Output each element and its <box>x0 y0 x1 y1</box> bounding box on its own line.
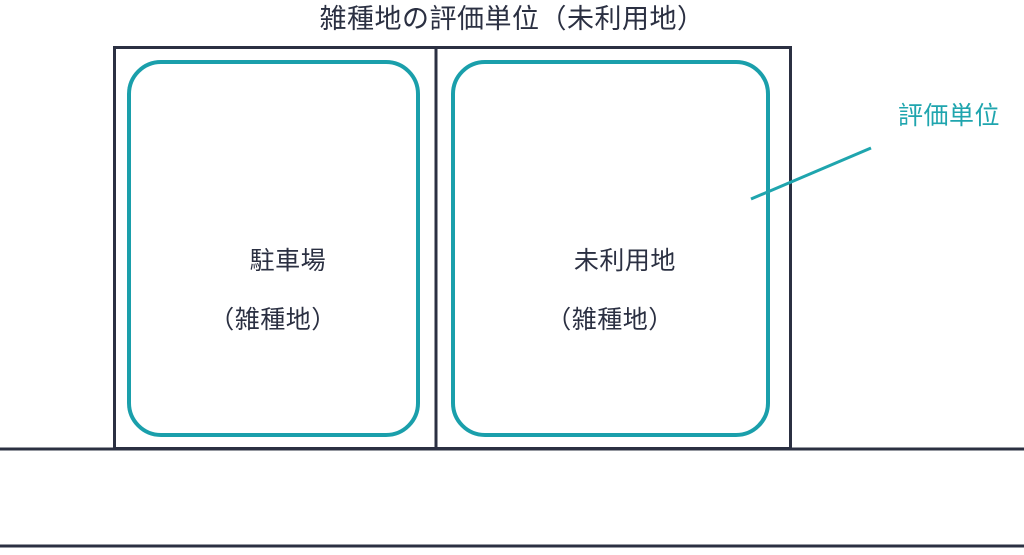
right-parcel-category: （雑種地） <box>546 306 674 334</box>
right-parcel-label: 未利用地 （雑種地） <box>452 224 768 383</box>
right-evaluation-unit-shape <box>451 60 770 437</box>
page-title: 雑種地の評価単位（未利用地） <box>319 4 705 34</box>
callout-leader-line <box>750 146 872 201</box>
left-parcel-category: （雑種地） <box>209 306 337 334</box>
left-parcel-label: 駐車場 （雑種地） <box>128 224 418 383</box>
right-parcel-use: 未利用地 <box>573 247 676 275</box>
left-parcel-use: 駐車場 <box>249 247 327 275</box>
left-evaluation-unit-shape <box>127 60 420 437</box>
evaluation-unit-callout-label: 評価単位 <box>898 102 1001 130</box>
